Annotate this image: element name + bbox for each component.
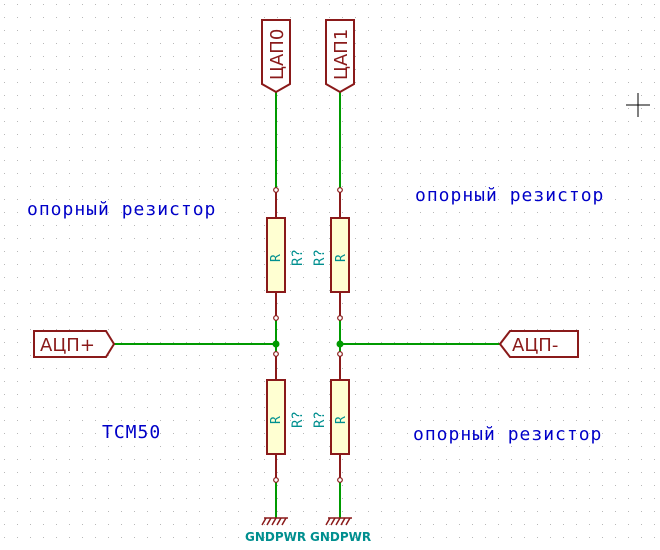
note-reference-resistor-right-bottom: опорный резистор (413, 424, 602, 445)
resistor-bottom-left-ref: R? (290, 411, 306, 428)
global-label-dac0[interactable]: ЦАП0 (261, 19, 291, 94)
resistor-bottom-right[interactable]: R R? (312, 351, 350, 483)
ground-label-right: GNDPWR (310, 530, 371, 544)
grid-dots (4, 4, 655, 538)
note-reference-resistor-left: опорный резистор (27, 199, 216, 220)
global-label-adc-minus[interactable]: АЦП- (498, 330, 579, 358)
global-label-adc-plus-text: АЦП+ (40, 335, 95, 356)
junction-right (336, 340, 344, 348)
global-label-adc-minus-text: АЦП- (512, 335, 558, 356)
ground-symbol-right[interactable]: GNDPWR (310, 517, 371, 544)
resistor-top-left-value: R (269, 254, 284, 262)
global-label-dac0-text: ЦАП0 (267, 29, 288, 80)
resistor-top-left[interactable]: R R? (266, 187, 306, 321)
resistor-bottom-right-ref: R? (312, 411, 328, 428)
junction-left (272, 340, 280, 348)
resistor-top-right[interactable]: R R? (312, 187, 350, 321)
global-label-dac1-text: ЦАП1 (331, 29, 352, 80)
resistor-top-right-value: R (334, 254, 349, 262)
crosshair-cursor-icon (626, 93, 650, 117)
resistor-bottom-left[interactable]: R R? (266, 351, 306, 483)
note-reference-resistor-right-top: опорный резистор (415, 185, 604, 206)
ground-label-left: GNDPWR (245, 530, 306, 544)
note-sensor-tcm50: TCM50 (102, 422, 161, 443)
global-label-adc-plus[interactable]: АЦП+ (33, 330, 116, 358)
resistor-top-left-ref: R? (290, 249, 306, 266)
resistor-top-right-ref: R? (312, 249, 328, 266)
resistor-bottom-right-value: R (334, 416, 349, 424)
global-label-dac1[interactable]: ЦАП1 (325, 19, 355, 94)
ground-symbol-left[interactable]: GNDPWR (245, 517, 306, 544)
wires (114, 92, 500, 518)
resistor-bottom-left-value: R (269, 416, 284, 424)
